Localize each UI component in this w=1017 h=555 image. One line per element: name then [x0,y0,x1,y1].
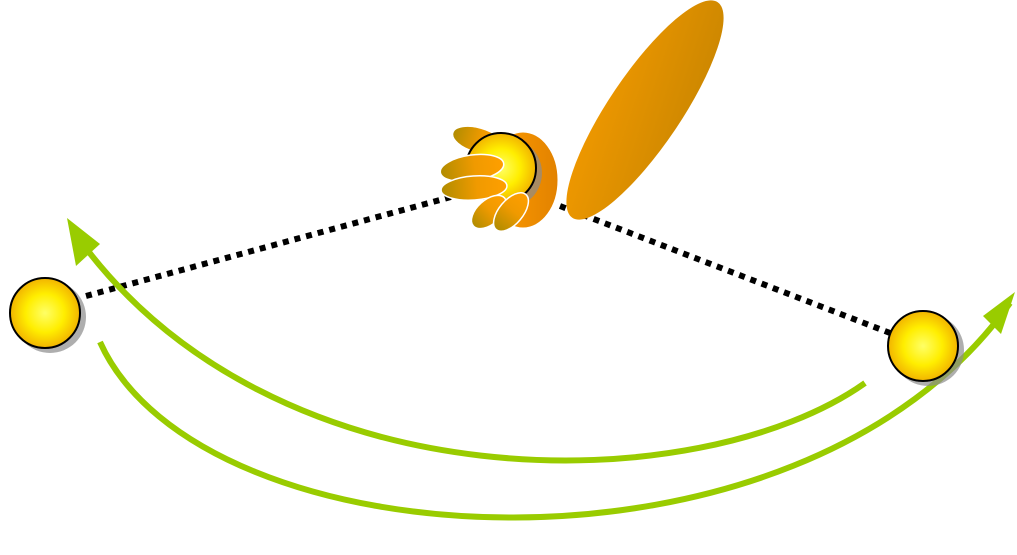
link-left-center [86,194,462,296]
right-node-circle-icon [888,311,958,381]
link-center-right [560,206,890,333]
curved-arrow-to-right [100,303,1010,518]
center-node [439,0,748,238]
right-node [888,311,964,386]
main-lobe [542,0,747,238]
left-node-circle-icon [10,278,80,348]
left-node [10,278,86,353]
